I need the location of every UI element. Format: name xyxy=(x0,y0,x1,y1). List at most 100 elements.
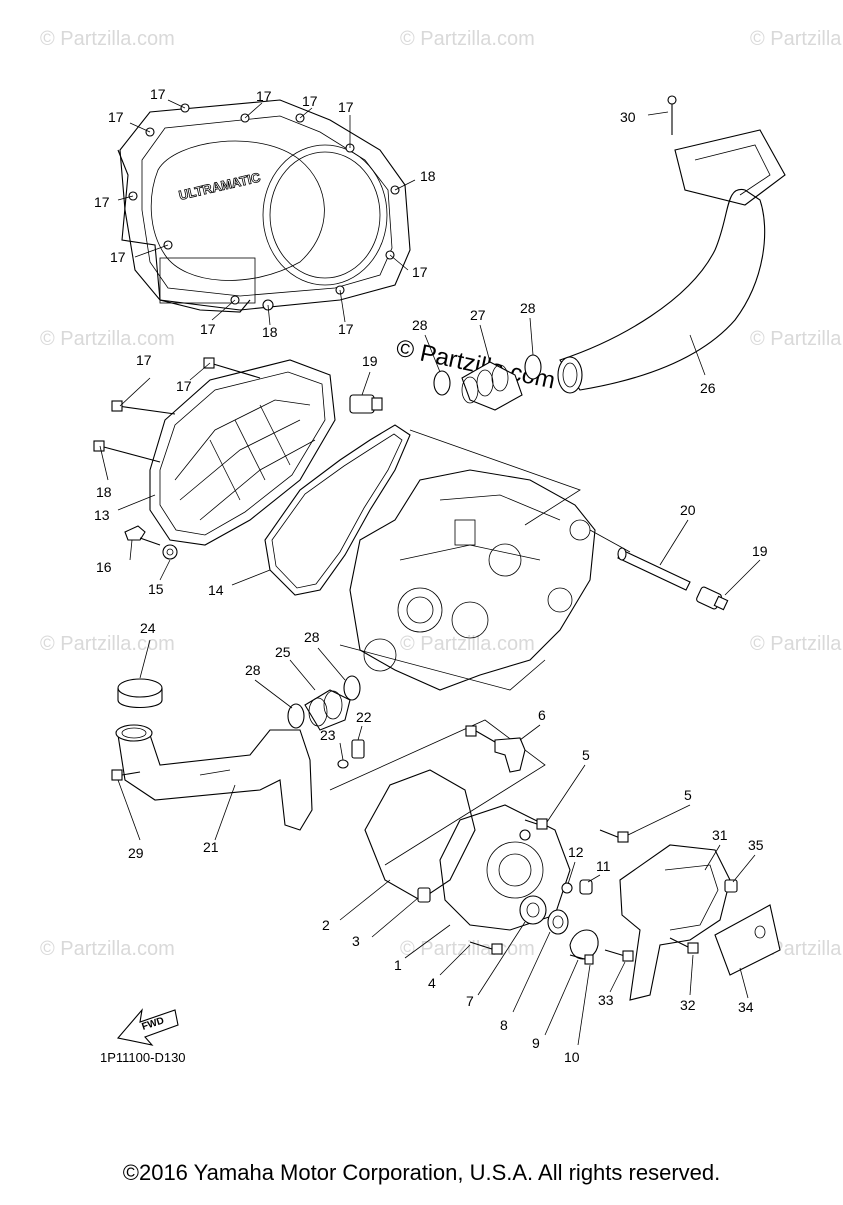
callout-5: 5 xyxy=(582,747,590,763)
callout-23: 23 xyxy=(320,727,336,743)
callout-17: 17 xyxy=(338,99,354,115)
callout-7: 7 xyxy=(466,993,474,1009)
dowel-3 xyxy=(417,887,431,903)
clamp-28 xyxy=(287,703,305,729)
inner-cover-bolts xyxy=(93,357,261,463)
watermark-text: © Partzilla.com xyxy=(40,938,175,960)
watermark-text: © Partzilla.com xyxy=(750,328,843,350)
callout-18: 18 xyxy=(262,324,278,340)
crankcase-cover-1 xyxy=(439,804,571,931)
callout-17: 17 xyxy=(302,93,318,109)
callout-3: 3 xyxy=(352,933,360,949)
callout-28: 28 xyxy=(412,317,428,333)
bolt-32 xyxy=(669,937,699,954)
bearing-7 xyxy=(519,895,547,925)
guard-31 xyxy=(619,844,731,1001)
callout-25: 25 xyxy=(275,644,291,660)
fwd-arrow-icon: FWD xyxy=(116,1008,179,1046)
gasket-14 xyxy=(264,424,411,596)
bolt-33 xyxy=(604,949,634,962)
ring-24 xyxy=(117,678,163,709)
callout-13: 13 xyxy=(94,507,110,523)
screw-10 xyxy=(569,954,594,965)
small-parts-15-16 xyxy=(124,525,178,560)
callout-21: 21 xyxy=(203,839,219,855)
watermark-text: © Partzilla.com xyxy=(750,28,843,50)
callout-6: 6 xyxy=(538,707,546,723)
plate-9 xyxy=(569,929,599,960)
watermark-text: © Partzilla.com xyxy=(40,633,175,655)
callout-33: 33 xyxy=(598,992,614,1008)
callout-26: 26 xyxy=(700,380,716,396)
callout-17: 17 xyxy=(150,86,166,102)
callout-20: 20 xyxy=(680,502,696,518)
watermark-text: © Partzilla.com xyxy=(750,633,843,655)
crankcase xyxy=(349,469,596,691)
callout-17: 17 xyxy=(94,194,110,210)
callout-labels: 17 17 17 17 17 18 17 17 17 17 18 17 17 1… xyxy=(94,86,768,1065)
watermark-text: © Partzilla.com xyxy=(40,328,175,350)
watermark-text: © Partzilla.com xyxy=(400,938,535,960)
callout-28: 28 xyxy=(520,300,536,316)
callout-29: 29 xyxy=(128,845,144,861)
callout-9: 9 xyxy=(532,1035,540,1051)
boot-25 xyxy=(304,689,351,731)
bolt-4 xyxy=(469,941,503,955)
callout-17: 17 xyxy=(200,321,216,337)
callout-16: 16 xyxy=(96,559,112,575)
callout-10: 10 xyxy=(564,1049,580,1065)
cover-logo-text: ULTRAMATIC xyxy=(177,169,262,202)
callout-5: 5 xyxy=(684,787,692,803)
callout-28: 28 xyxy=(304,629,320,645)
callout-17: 17 xyxy=(412,264,428,280)
clamp-28 xyxy=(433,370,451,396)
callout-19: 19 xyxy=(752,543,768,559)
inner-clutch-cover xyxy=(149,359,336,546)
callout-18: 18 xyxy=(96,484,112,500)
bracket-6 xyxy=(465,725,526,773)
callout-35: 35 xyxy=(748,837,764,853)
clamp-28 xyxy=(524,354,542,380)
drawing-code: 1P11100-D130 xyxy=(100,1050,186,1065)
watermark-text: © Partzilla.com xyxy=(400,28,535,50)
callout-17: 17 xyxy=(110,249,126,265)
watermark-layer: © Partzilla.com © Partzilla.com © Partzi… xyxy=(40,28,843,960)
callout-31: 31 xyxy=(712,827,728,843)
fitting-19-top xyxy=(349,394,383,414)
callout-17: 17 xyxy=(108,109,124,125)
pin-22 xyxy=(351,739,365,759)
outer-clutch-cover: ULTRAMATIC xyxy=(117,99,411,313)
callout-30: 30 xyxy=(620,109,636,125)
callout-15: 15 xyxy=(148,581,164,597)
watermark-text: © Partzilla.com xyxy=(400,633,535,655)
callout-12: 12 xyxy=(568,844,584,860)
lower-duct-21 xyxy=(115,724,313,831)
callout-2: 2 xyxy=(322,917,330,933)
plug-11 xyxy=(579,879,593,895)
callout-17: 17 xyxy=(176,378,192,394)
gasket-2 xyxy=(364,769,476,901)
clip-23 xyxy=(337,759,349,769)
callout-22: 22 xyxy=(356,709,372,725)
callout-28: 28 xyxy=(245,662,261,678)
callout-1: 1 xyxy=(394,957,402,973)
callout-19: 19 xyxy=(362,353,378,369)
callout-32: 32 xyxy=(680,997,696,1013)
callout-17: 17 xyxy=(136,352,152,368)
callout-17: 17 xyxy=(338,321,354,337)
bolt-5 xyxy=(524,818,629,843)
shaft-20 xyxy=(617,547,691,591)
callout-34: 34 xyxy=(738,999,754,1015)
leader-lines xyxy=(99,99,761,1046)
callout-4: 4 xyxy=(428,975,436,991)
collar-35 xyxy=(724,879,738,893)
copyright-notice: ©2016 Yamaha Motor Corporation, U.S.A. A… xyxy=(122,1160,721,1185)
plate-34 xyxy=(714,904,781,976)
o-ring-12 xyxy=(561,882,573,894)
clamp-28 xyxy=(343,675,361,701)
intake-duct-26 xyxy=(557,129,786,394)
bolt-29 xyxy=(111,769,141,781)
callout-11: 11 xyxy=(596,858,611,874)
